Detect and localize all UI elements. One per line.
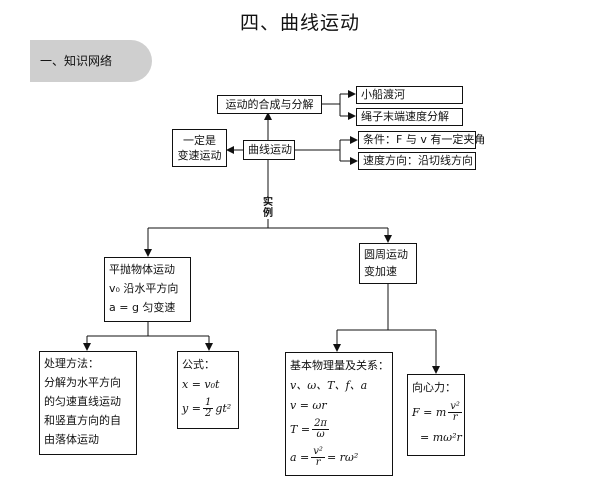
basic-l3-num: 2π <box>312 417 329 430</box>
projectile-line-2: v₀ 沿水平方向 <box>109 282 179 295</box>
basic-line-4: a = v² r = rω² <box>290 443 388 471</box>
circular-title: 圆周运动 <box>364 248 408 261</box>
basic-l4-den: r <box>315 456 321 468</box>
centripetal-l1-prefix: F = m <box>412 405 447 419</box>
centripetal-line-1: F = m v² r <box>412 397 462 427</box>
variable-speed-note: 一定是 变速运动 <box>172 129 227 167</box>
centripetal-l1-den: r <box>452 411 458 423</box>
velocity-direction-node: 速度方向：沿切线方向 <box>358 152 476 170</box>
basic-l4-suffix: = rω² <box>326 450 359 464</box>
basic-line-3: T = 2π ω <box>290 415 388 443</box>
page-title: 四、曲线运动 <box>239 12 360 34</box>
formula-y: y = 1 2 gt² <box>182 394 234 422</box>
circular-motion-node: 圆周运动 变加速 <box>359 243 417 284</box>
formula-y-den: 2 <box>204 407 212 419</box>
circular-line-2: 变加速 <box>364 265 397 278</box>
centripetal-line-2: = mω²r <box>420 430 462 444</box>
condition-node: 条件：F 与 v 有一定夹角 <box>358 131 485 149</box>
method-node: 处理方法： 分解为水平方向 的匀速直线运动 和竖直方向的自 由落体运动 <box>39 351 137 455</box>
projectile-title: 平抛物体运动 <box>109 263 175 276</box>
basic-l4-prefix: a = <box>290 450 310 464</box>
boat-crossing-node: 小船渡河 <box>356 86 463 104</box>
formula-y-num: 1 <box>202 396 214 409</box>
centripetal-l1-fraction: v² r <box>448 400 462 423</box>
example-label: 实 例 <box>262 197 274 219</box>
basic-line-1: v、ω、T、f、a <box>290 378 368 392</box>
basic-l4-fraction: v² r <box>311 445 325 468</box>
method-line-1: 分解为水平方向 <box>44 376 121 389</box>
projectile-motion-node: 平抛物体运动 v₀ 沿水平方向 a = g 匀变速 <box>104 257 191 322</box>
formula-y-prefix: y = <box>182 401 201 415</box>
formula-node: 公式： x = v₀t y = 1 2 gt² <box>177 351 239 429</box>
projectile-line-3: a = g 匀变速 <box>109 301 176 314</box>
formula-y-suffix: gt² <box>215 401 232 415</box>
basic-line-2: v = ωr <box>290 398 327 412</box>
basic-l4-num: v² <box>311 445 325 458</box>
example-char-1: 实 <box>263 197 273 208</box>
curvilinear-motion-node: 曲线运动 <box>243 140 295 160</box>
decomposition-node: 运动的合成与分解 <box>217 95 322 114</box>
basic-quantities-node: 基本物理量及关系： v、ω、T、f、a v = ωr T = 2π ω a = … <box>285 352 393 476</box>
method-line-4: 由落体运动 <box>44 433 99 446</box>
centripetal-title: 向心力： <box>412 380 456 394</box>
basic-title: 基本物理量及关系： <box>290 358 389 372</box>
method-line-3: 和竖直方向的自 <box>44 414 121 427</box>
basic-l3-prefix: T = <box>290 422 311 436</box>
rope-velocity-node: 绳子末端速度分解 <box>356 108 463 126</box>
note-line-2: 变速运动 <box>177 149 222 162</box>
method-title: 处理方法： <box>44 357 99 370</box>
basic-l3-fraction: 2π ω <box>312 417 329 440</box>
note-line-1: 一定是 <box>183 134 216 147</box>
formula-y-fraction: 1 2 <box>202 396 214 419</box>
basic-l3-den: ω <box>316 428 325 440</box>
centripetal-l1-num: v² <box>448 400 462 413</box>
formula-title: 公式： <box>182 357 215 371</box>
section-label: 一、知识网络 <box>30 40 152 82</box>
method-line-2: 的匀速直线运动 <box>44 395 121 408</box>
centripetal-force-node: 向心力： F = m v² r = mω²r <box>407 374 465 456</box>
example-char-2: 例 <box>263 208 273 219</box>
formula-x: x = v₀t <box>182 377 220 391</box>
